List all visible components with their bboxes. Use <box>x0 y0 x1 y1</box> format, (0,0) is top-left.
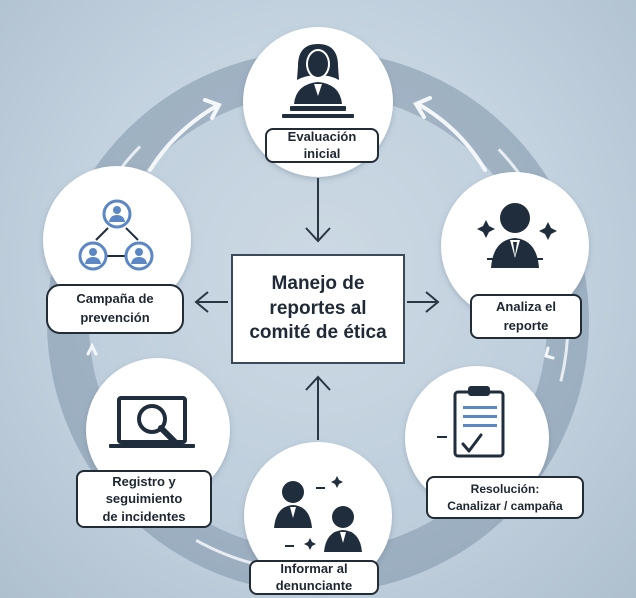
person-at-podium-icon <box>282 44 354 118</box>
connector-top-arrowhead <box>305 227 331 243</box>
label-campana-text: Campaña de prevención <box>76 291 154 325</box>
connector-bottom-arrowhead <box>305 375 331 391</box>
center-title: Manejo de reportes al comité de ética <box>249 272 387 344</box>
label-analiza: Analiza el reporte <box>470 294 582 339</box>
two-people-communication-icon <box>274 476 362 552</box>
circle-campana <box>43 166 191 314</box>
label-registro-text: Registro y seguimiento de incidentes <box>102 473 186 524</box>
ring-arrow-top-right <box>413 96 487 172</box>
ring-arrow-left <box>86 342 98 356</box>
person-with-sparkles-icon <box>477 203 557 268</box>
ring-arrow-top-left <box>148 98 222 172</box>
label-evaluacion-text: Evaluación inicial <box>287 128 357 161</box>
connector-left-arrowhead <box>194 291 209 313</box>
label-informar: Informar al denunciante <box>249 560 379 595</box>
people-network-icon <box>78 199 154 271</box>
label-resolucion: Resolución: Canalizar / campaña <box>426 476 584 519</box>
laptop-magnifier-icon <box>109 396 195 448</box>
connector-right-arrowhead <box>425 291 440 313</box>
label-campana: Campaña de prevención <box>46 284 184 334</box>
label-registro: Registro y seguimiento de incidentes <box>76 470 212 528</box>
center-title-box: Manejo de reportes al comité de ética <box>231 254 405 364</box>
label-evaluacion: Evaluación inicial <box>265 128 379 163</box>
label-analiza-text: Analiza el reporte <box>496 299 556 333</box>
circle-informar <box>244 442 392 590</box>
connector-lines <box>194 178 440 440</box>
clipboard-check-icon <box>437 386 505 458</box>
ring-arrow-right <box>544 346 555 360</box>
label-informar-text: Informar al denunciante <box>275 560 353 593</box>
label-resolucion-text: Resolución: Canalizar / campaña <box>447 481 563 513</box>
